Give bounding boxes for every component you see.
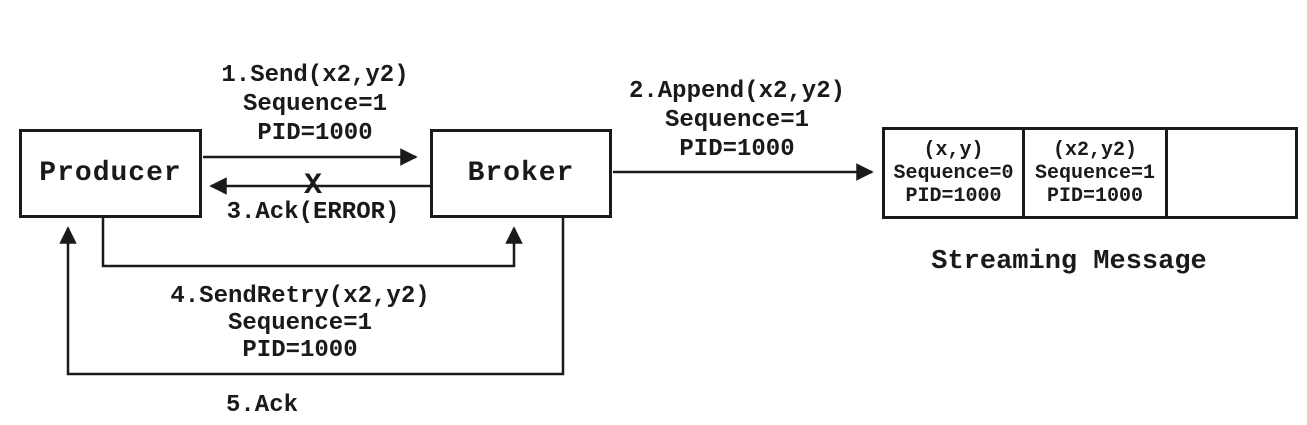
broker-node: Broker [430,129,612,218]
send-label-line3: PID=1000 [257,120,373,147]
send-retry-label-line3: PID=1000 [242,337,358,364]
log-cell-0-line2: Sequence=0 [893,161,1014,185]
append-label-line3: PID=1000 [679,136,795,163]
ack-label: 5.Ack [225,392,299,419]
log-cell-1-line1: (x2,y2) [1052,138,1137,162]
append-label: 2.Append(x2,y2) Sequence=1 PID=1000 [629,77,845,164]
streaming-log: (x,y) Sequence=0 PID=1000 (x2,y2) Sequen… [882,127,1298,219]
append-label-line1: 2.Append(x2,y2) [628,78,846,105]
append-label-line2: Sequence=1 [664,107,810,134]
send-retry-arrow [101,218,523,268]
ack-arrow [59,218,565,376]
send-label: 1.Send(x2,y2) Sequence=1 PID=1000 [221,61,408,148]
send-retry-label-line1: 4.SendRetry(x2,y2) [170,283,430,310]
log-cell-1-line2: Sequence=1 [1034,161,1156,185]
streaming-message-caption: Streaming Message [931,247,1207,277]
log-cell-1: (x2,y2) Sequence=1 PID=1000 [1022,130,1168,216]
producer-node: Producer [19,129,202,218]
log-cell-0: (x,y) Sequence=0 PID=1000 [885,130,1022,216]
send-retry-label: 4.SendRetry(x2,y2) Sequence=1 PID=1000 [170,283,429,364]
log-cell-2-empty [1168,130,1295,216]
log-cell-0-line3: PID=1000 [905,184,1002,208]
send-label-line1: 1.Send(x2,y2) [221,62,409,89]
log-cell-0-line1: (x,y) [923,138,984,162]
log-cell-1-line3: PID=1000 [1046,184,1143,208]
producer-label: Producer [39,158,182,189]
send-label-line2: Sequence=1 [242,91,388,118]
failure-x-mark: X [303,169,323,203]
ack-error-label: 3.Ack(ERROR) [226,199,400,226]
send-retry-label-line2: Sequence=1 [227,310,373,337]
broker-label: Broker [467,158,575,189]
